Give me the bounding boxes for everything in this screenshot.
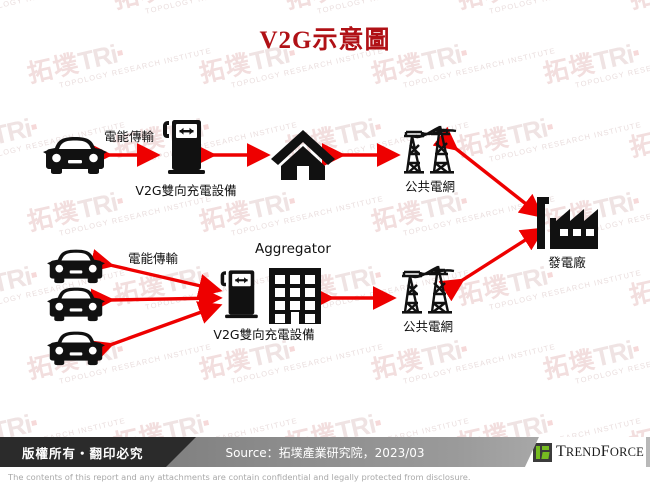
charging-station-icon	[220, 270, 258, 319]
footer-bar: Source：拓墣產業研究院，2023/03 版權所有・翻印必究 TRENDFO…	[0, 437, 650, 467]
label-grid-bottom: 公共電網	[402, 319, 454, 334]
node-ev-3	[46, 328, 106, 366]
power-grid-tower-icon	[404, 125, 457, 174]
node-aggregator	[266, 266, 324, 324]
page-title: V2G示意圖	[259, 27, 391, 54]
house-icon	[271, 130, 335, 180]
flow-label-power-transfer-top: 電能傳輸	[104, 129, 155, 144]
trendforce-logo: TRENDFORCE	[524, 437, 646, 467]
disclaimer: The contents of this report and any atta…	[0, 468, 650, 485]
source-text: Source：拓墣產業研究院，2023/03	[225, 445, 425, 460]
charging-station-icon	[163, 120, 205, 174]
node-house	[270, 128, 336, 182]
label-charger-bottom: V2G雙向充電設備	[213, 327, 315, 342]
label-charger-top: V2G雙向充電設備	[135, 183, 237, 198]
trendforce-mark-icon	[532, 442, 552, 462]
office-building-icon	[269, 268, 321, 324]
car-icon	[47, 287, 105, 322]
factory-icon	[537, 197, 598, 249]
node-ev-2	[46, 284, 106, 322]
car-icon	[47, 331, 105, 366]
copyright-badge: 版權所有・翻印必究	[0, 437, 196, 467]
label-grid-top: 公共電網	[404, 179, 456, 194]
arrow-grid-bottom-to-plant	[438, 227, 546, 302]
car-icon	[43, 137, 107, 174]
arrow-ev1-to-charger	[88, 249, 223, 298]
node-charger-bottom: V2G雙向充電設備	[213, 268, 315, 342]
arrow-ev2-to-charger	[90, 286, 223, 313]
node-grid-bottom: 公共電網	[398, 262, 458, 334]
node-power-plant: 發電廠	[534, 196, 600, 270]
label-power-plant: 發電廠	[548, 255, 586, 270]
disclaimer-text: The contents of this report and any atta…	[8, 471, 471, 482]
flow-label-power-transfer-bottom: 電能傳輸	[128, 251, 179, 266]
arrow-ev3-to-charger	[88, 301, 223, 363]
power-grid-tower-icon	[402, 265, 455, 314]
node-charger-top: V2G雙向充電設備	[135, 118, 237, 198]
trendforce-wordmark: TRENDFORCE	[555, 443, 644, 460]
node-ev-top	[42, 133, 108, 175]
node-grid-top: 公共電網	[400, 122, 460, 194]
arrow-grid-top-to-plant	[432, 126, 544, 218]
node-ev-1	[46, 246, 106, 284]
car-icon	[47, 249, 105, 284]
copyright-badge-label: 版權所有・翻印必究	[22, 445, 144, 461]
label-aggregator: Aggregator	[255, 241, 331, 257]
footer: Source：拓墣產業研究院，2023/03 版權所有・翻印必究 TRENDFO…	[0, 437, 650, 485]
